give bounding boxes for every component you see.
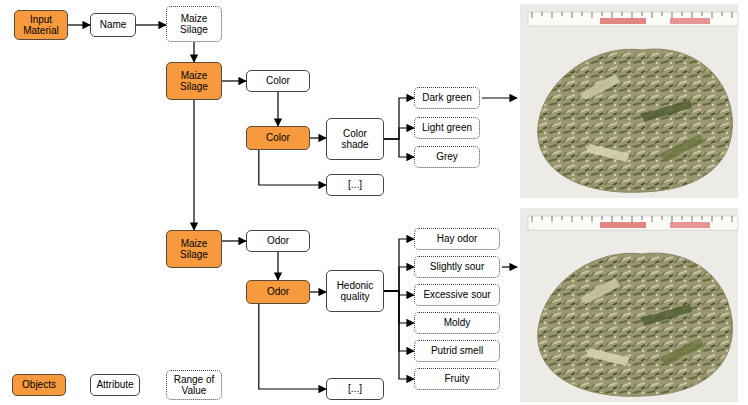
attribute-box: Name — [90, 13, 136, 37]
value-box: Hay odor — [414, 228, 500, 250]
legend-sample: Objects — [12, 374, 66, 396]
node-label: Odor — [267, 286, 289, 298]
legend-label: Attribute — [96, 379, 133, 391]
attribute-box: Hedonic quality — [326, 270, 384, 312]
value-box: Excessive sour — [414, 284, 500, 306]
value-box: Putrid smell — [414, 340, 500, 362]
legend-label: Range of Value — [170, 374, 218, 397]
connector — [222, 80, 246, 81]
leader-arrow — [482, 97, 517, 98]
connector — [384, 128, 414, 139]
node-label: [...] — [348, 179, 362, 191]
value-box: Light green — [414, 117, 480, 139]
connector — [222, 240, 246, 241]
node-label: Grey — [436, 151, 458, 163]
attribute-box: [...] — [326, 174, 384, 196]
connector — [259, 150, 326, 185]
node-label: Maize Silage — [170, 70, 218, 93]
value-box: Fruity — [414, 368, 500, 390]
node-label: Hedonic quality — [330, 280, 380, 303]
connector — [193, 100, 194, 230]
connector — [310, 291, 326, 292]
node-label: Input Material — [18, 14, 64, 37]
connector — [277, 92, 278, 126]
connector — [384, 98, 414, 139]
attribute-box: Color — [246, 70, 310, 92]
value-box: Grey — [414, 146, 480, 168]
legend-sample: Attribute — [90, 374, 140, 396]
object-box: Input Material — [14, 10, 68, 40]
object-box: Maize Silage — [166, 230, 222, 268]
connector — [68, 24, 90, 25]
object-box: Maize Silage — [166, 62, 222, 100]
node-label: Maize Silage — [170, 238, 218, 261]
node-label: Moldy — [444, 317, 471, 329]
attribute-box: [...] — [326, 378, 384, 400]
node-label: Slightly sour — [430, 261, 484, 273]
node-label: Light green — [422, 122, 472, 134]
node-label: Putrid smell — [431, 345, 483, 357]
value-box: Maize Silage — [166, 6, 222, 42]
connector — [310, 137, 326, 138]
silage-photo — [520, 4, 738, 198]
connector — [193, 42, 194, 62]
legend-sample: Range of Value — [166, 370, 222, 400]
node-label: Color — [266, 75, 290, 87]
node-label: Color shade — [330, 128, 380, 151]
value-box: Slightly sour — [414, 256, 500, 278]
connector — [384, 267, 414, 291]
connector — [259, 304, 326, 389]
node-label: [...] — [348, 383, 362, 395]
node-label: Hay odor — [437, 233, 478, 245]
connector — [384, 239, 414, 291]
node-label: Odor — [267, 235, 289, 247]
connector — [136, 24, 166, 25]
object-box: Odor — [246, 280, 310, 304]
value-box: Moldy — [414, 312, 500, 334]
silage-photo — [520, 208, 738, 402]
object-box: Color — [246, 126, 310, 150]
attribute-box: Odor — [246, 230, 310, 252]
node-label: Maize Silage — [170, 13, 218, 36]
value-box: Dark green — [414, 87, 480, 109]
node-label: Dark green — [422, 92, 471, 104]
connector — [384, 291, 414, 379]
leader-arrow — [502, 266, 517, 267]
node-label: Excessive sour — [423, 289, 490, 301]
node-label: Color — [266, 132, 290, 144]
node-label: Name — [100, 19, 127, 31]
connector — [384, 139, 414, 157]
node-label: Fruity — [445, 373, 470, 385]
connector — [277, 252, 278, 280]
legend-label: Objects — [22, 379, 56, 391]
attribute-box: Color shade — [326, 118, 384, 160]
